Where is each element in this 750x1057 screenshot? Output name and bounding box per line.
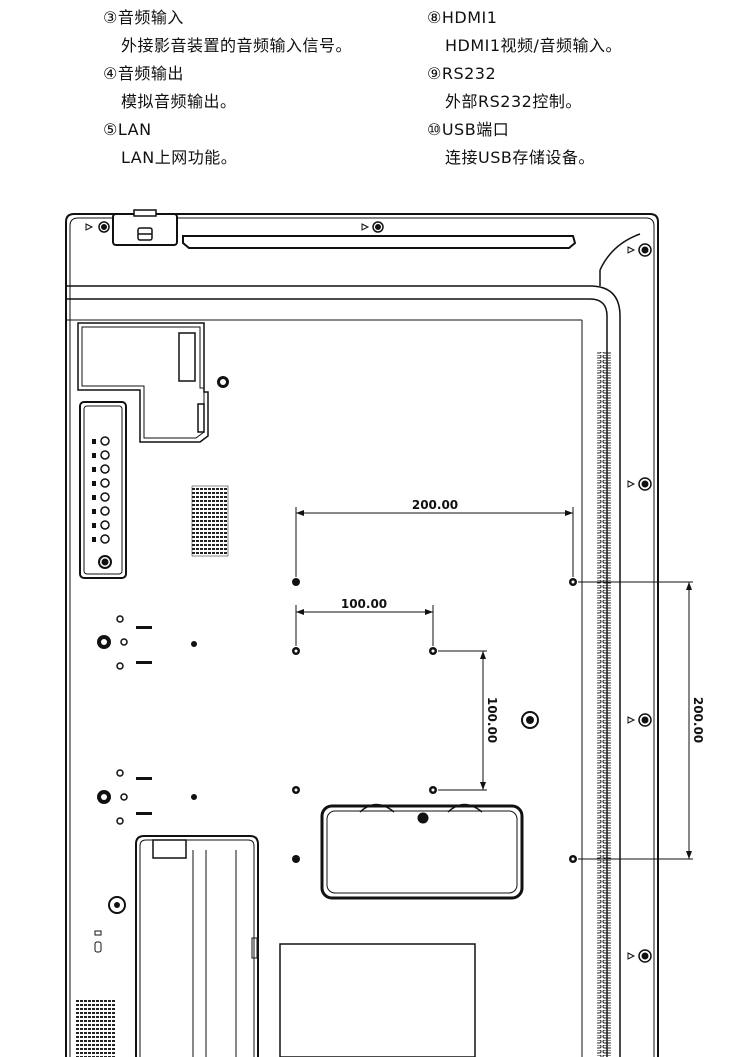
legend-description: LAN上网功能。 <box>121 148 238 167</box>
left-mounts <box>97 615 197 825</box>
legend-column-right: ⑧HDMI1 HDMI1视频/音频输入。 ⑨RS232 外部RS232控制。 ⑩… <box>427 4 622 172</box>
legend-entry-hdmi1: ⑧HDMI1 HDMI1视频/音频输入。 <box>427 4 622 60</box>
bottom-left-cover <box>135 835 259 1057</box>
dimension-outer-height: 200.00 <box>691 697 705 743</box>
chassis-outline <box>65 213 659 1057</box>
keypad-panel <box>79 401 127 579</box>
legend-description: 连接USB存储设备。 <box>445 148 595 167</box>
edge-screws <box>85 221 652 963</box>
legend-entry-audio-out: ④音频输出 模拟音频输出。 <box>103 60 352 116</box>
legend-column-left: ③音频输入 外接影音装置的音频输入信号。 ④音频输出 模拟音频输出。 ⑤LAN … <box>103 4 352 172</box>
bottom-center-cover <box>320 803 524 900</box>
legend-entry-audio-in: ③音频输入 外接影音装置的音频输入信号。 <box>103 4 352 60</box>
legend-title: ⑨RS232 <box>427 64 497 83</box>
legend-entry-lan: ⑤LAN LAN上网功能。 <box>103 116 352 172</box>
upper-screw <box>217 376 229 388</box>
dimension-top-width: 200.00 <box>412 498 458 512</box>
legend-title: ⑤LAN <box>103 120 152 139</box>
center-screw <box>521 711 539 729</box>
ground-terminal <box>94 896 126 953</box>
speaker-grill <box>191 485 229 557</box>
legend-description: HDMI1视频/音频输入。 <box>445 36 622 55</box>
dimension-inner-height: 100.00 <box>485 697 499 743</box>
bottom-grill <box>76 1000 116 1057</box>
label-area <box>279 943 476 1057</box>
legend-entry-rs232: ⑨RS232 外部RS232控制。 <box>427 60 622 116</box>
legend-title: ⑩USB端口 <box>427 120 510 139</box>
dimension-arrows <box>296 510 692 859</box>
legend-description: 外接影音装置的音频输入信号。 <box>121 36 353 55</box>
dimension-lines <box>295 507 693 860</box>
vesa-holes <box>292 578 577 863</box>
dimension-inner-width: 100.00 <box>341 597 387 611</box>
top-handle <box>112 209 577 249</box>
side-vent <box>597 352 611 1057</box>
legend-description: 外部RS232控制。 <box>445 92 582 111</box>
port-legend: ③音频输入 外接影音装置的音频输入信号。 ④音频输出 模拟音频输出。 ⑤LAN … <box>0 0 750 190</box>
legend-title: ⑧HDMI1 <box>427 8 498 27</box>
upper-bracket <box>77 322 209 443</box>
legend-entry-usb: ⑩USB端口 连接USB存储设备。 <box>427 116 622 172</box>
legend-title: ④音频输出 <box>103 64 184 83</box>
legend-title: ③音频输入 <box>103 8 184 27</box>
legend-description: 模拟音频输出。 <box>121 92 237 111</box>
